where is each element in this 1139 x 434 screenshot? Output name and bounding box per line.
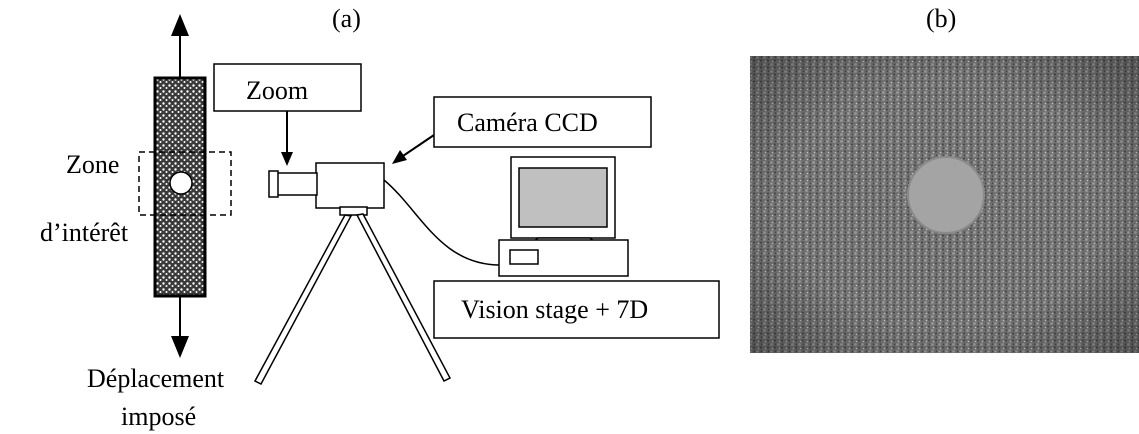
specimen [138,14,232,358]
lens-ring [268,170,279,198]
zone-label-line1: Zone [66,150,120,179]
arrow-down-icon [171,336,189,358]
disk-drive [509,249,539,265]
camera-mount [339,206,368,216]
tripod [253,213,452,385]
camera-label: Caméra CCD [457,108,598,137]
cable [383,179,501,266]
panel-a-label: (a) [332,4,361,33]
zoom-block [213,63,362,166]
camera-pointer-icon [392,150,407,164]
photo-disk [908,157,984,233]
camera [268,162,385,216]
camera-body [315,162,385,209]
zoom-arrow-icon [281,152,293,166]
camera-label-block [392,96,652,164]
software-box [433,280,720,339]
displacement-label-line2: imposé [121,402,197,431]
zoom-label: Zoom [246,76,309,105]
specimen-hole [169,171,193,195]
zone-label-line2: d’intérêt [40,218,129,247]
monitor-screen [518,167,608,228]
displacement-label-line1: Déplacement [87,364,225,393]
camera-lens [276,172,318,196]
camera-label-box [433,96,652,148]
zone-of-interest-box [138,151,232,216]
computer [498,156,629,277]
panel-b-label: (b) [926,4,957,33]
speckle-photo [750,56,1139,353]
software-label: Vision stage + 7D [461,295,649,324]
arrow-up-icon [171,14,189,36]
